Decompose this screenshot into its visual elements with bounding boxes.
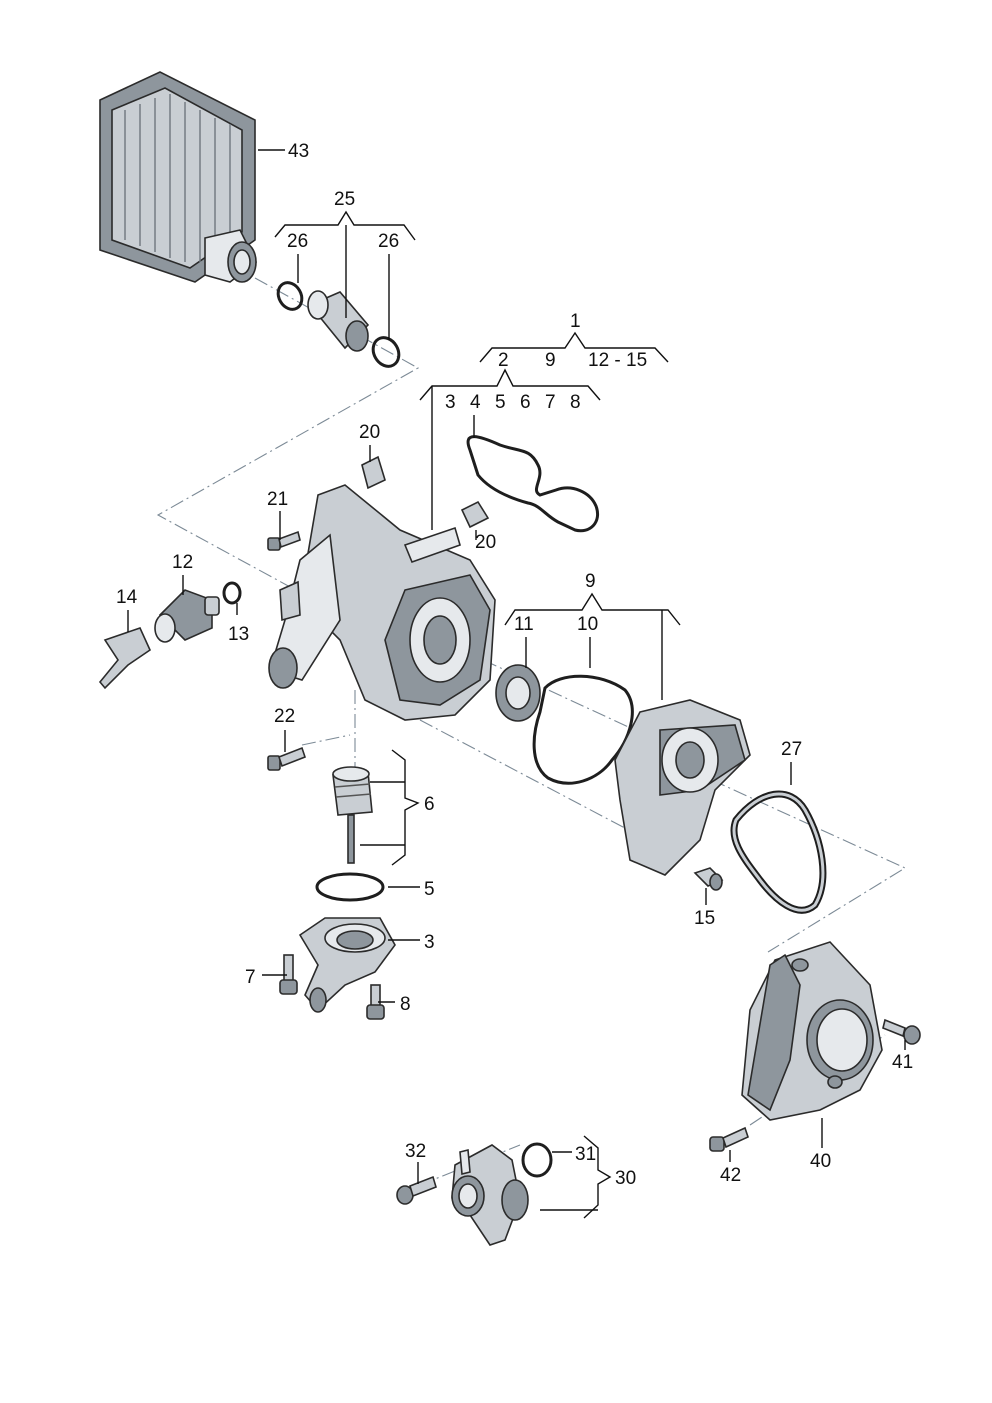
o-ring-31 bbox=[521, 1142, 553, 1178]
label-3: 3 bbox=[424, 932, 435, 953]
cover-40 bbox=[741, 941, 883, 1121]
flange-30 bbox=[451, 1144, 529, 1246]
thermostat-housing-3 bbox=[298, 917, 396, 1013]
clip-14 bbox=[98, 627, 152, 690]
part-labels: 43 25 26 26 1 2 9 12 - 15 3 4 5 6 7 8 20… bbox=[116, 141, 913, 1189]
label-15: 15 bbox=[694, 908, 715, 929]
label-32: 32 bbox=[405, 1141, 426, 1162]
bolt-32 bbox=[396, 1175, 437, 1205]
o-ring-5 bbox=[315, 872, 385, 902]
label-7: 7 bbox=[245, 967, 256, 988]
label-42: 42 bbox=[720, 1165, 741, 1186]
label-20-lower: 20 bbox=[475, 532, 496, 553]
label-40: 40 bbox=[810, 1151, 831, 1172]
o-ring-13 bbox=[222, 581, 242, 605]
oil-cooler-43 bbox=[99, 71, 258, 283]
bolt-22 bbox=[267, 746, 306, 771]
seal-11 bbox=[495, 664, 541, 722]
connector-25 bbox=[276, 281, 401, 368]
label-14: 14 bbox=[116, 587, 138, 608]
label-9-top: 9 bbox=[545, 350, 556, 371]
label-27: 27 bbox=[781, 739, 802, 760]
label-22: 22 bbox=[274, 706, 295, 727]
bolt-42 bbox=[709, 1126, 749, 1152]
bolt-8 bbox=[366, 984, 385, 1020]
label-20-upper: 20 bbox=[359, 422, 380, 443]
gasket-10 bbox=[532, 674, 634, 785]
label-6: 6 bbox=[424, 794, 435, 815]
bolt-21 bbox=[267, 530, 301, 551]
label-31: 31 bbox=[575, 1144, 596, 1165]
label-12-15: 12 - 15 bbox=[588, 350, 647, 371]
label-6-top: 6 bbox=[520, 392, 531, 413]
label-11: 11 bbox=[514, 614, 534, 635]
toothed-belt-27 bbox=[730, 790, 827, 914]
label-10: 10 bbox=[577, 614, 598, 635]
label-5: 5 bbox=[424, 879, 435, 900]
bolt-7 bbox=[279, 954, 298, 995]
label-21: 21 bbox=[267, 489, 288, 510]
label-3-top: 3 bbox=[445, 392, 456, 413]
sensor-12 bbox=[154, 589, 220, 643]
label-9: 9 bbox=[585, 571, 596, 592]
label-13: 13 bbox=[228, 624, 249, 645]
coolant-pump-9 bbox=[614, 699, 751, 876]
label-43: 43 bbox=[288, 141, 309, 162]
label-8-top: 8 bbox=[570, 392, 581, 413]
bolt-41 bbox=[882, 1018, 921, 1045]
label-26-left: 26 bbox=[287, 231, 308, 252]
label-7-top: 7 bbox=[545, 392, 556, 413]
dowel-sleeve-20 bbox=[361, 455, 490, 529]
label-5-top: 5 bbox=[495, 392, 506, 413]
label-1: 1 bbox=[570, 311, 581, 332]
label-26-right: 26 bbox=[378, 231, 399, 252]
label-41: 41 bbox=[892, 1052, 913, 1073]
label-2: 2 bbox=[498, 350, 509, 371]
label-4-top: 4 bbox=[470, 392, 481, 413]
bolt-15 bbox=[693, 867, 724, 891]
label-30: 30 bbox=[615, 1168, 636, 1189]
leader-lines bbox=[127, 149, 906, 1219]
label-12: 12 bbox=[172, 552, 193, 573]
coolant-housing bbox=[268, 484, 496, 721]
thermostat-6 bbox=[332, 766, 373, 864]
label-25: 25 bbox=[334, 189, 355, 210]
gasket-4 bbox=[466, 435, 599, 533]
label-8: 8 bbox=[400, 994, 411, 1015]
